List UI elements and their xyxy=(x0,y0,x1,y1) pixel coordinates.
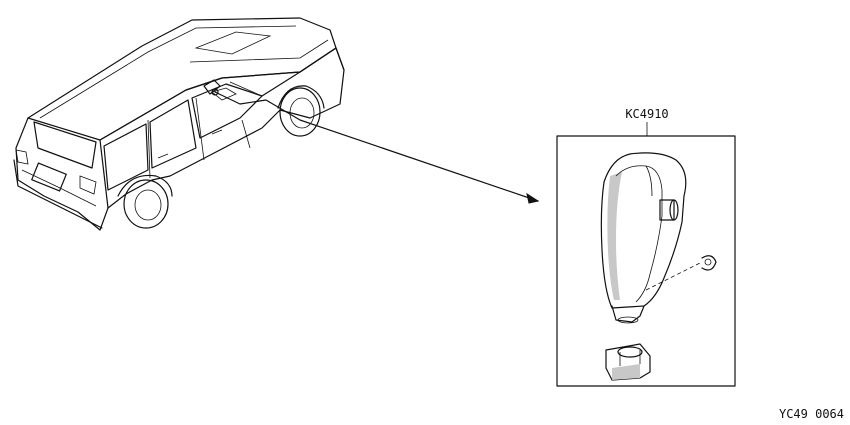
adapter-part xyxy=(605,343,651,381)
part-detail-frame xyxy=(556,135,736,387)
pointer-arrow xyxy=(214,91,540,204)
figure-code: YC49 0064 xyxy=(779,407,844,421)
part-number-label: KC4910 xyxy=(625,107,668,121)
vehicle-illustration xyxy=(13,17,345,231)
shift-knob-part xyxy=(600,152,717,324)
